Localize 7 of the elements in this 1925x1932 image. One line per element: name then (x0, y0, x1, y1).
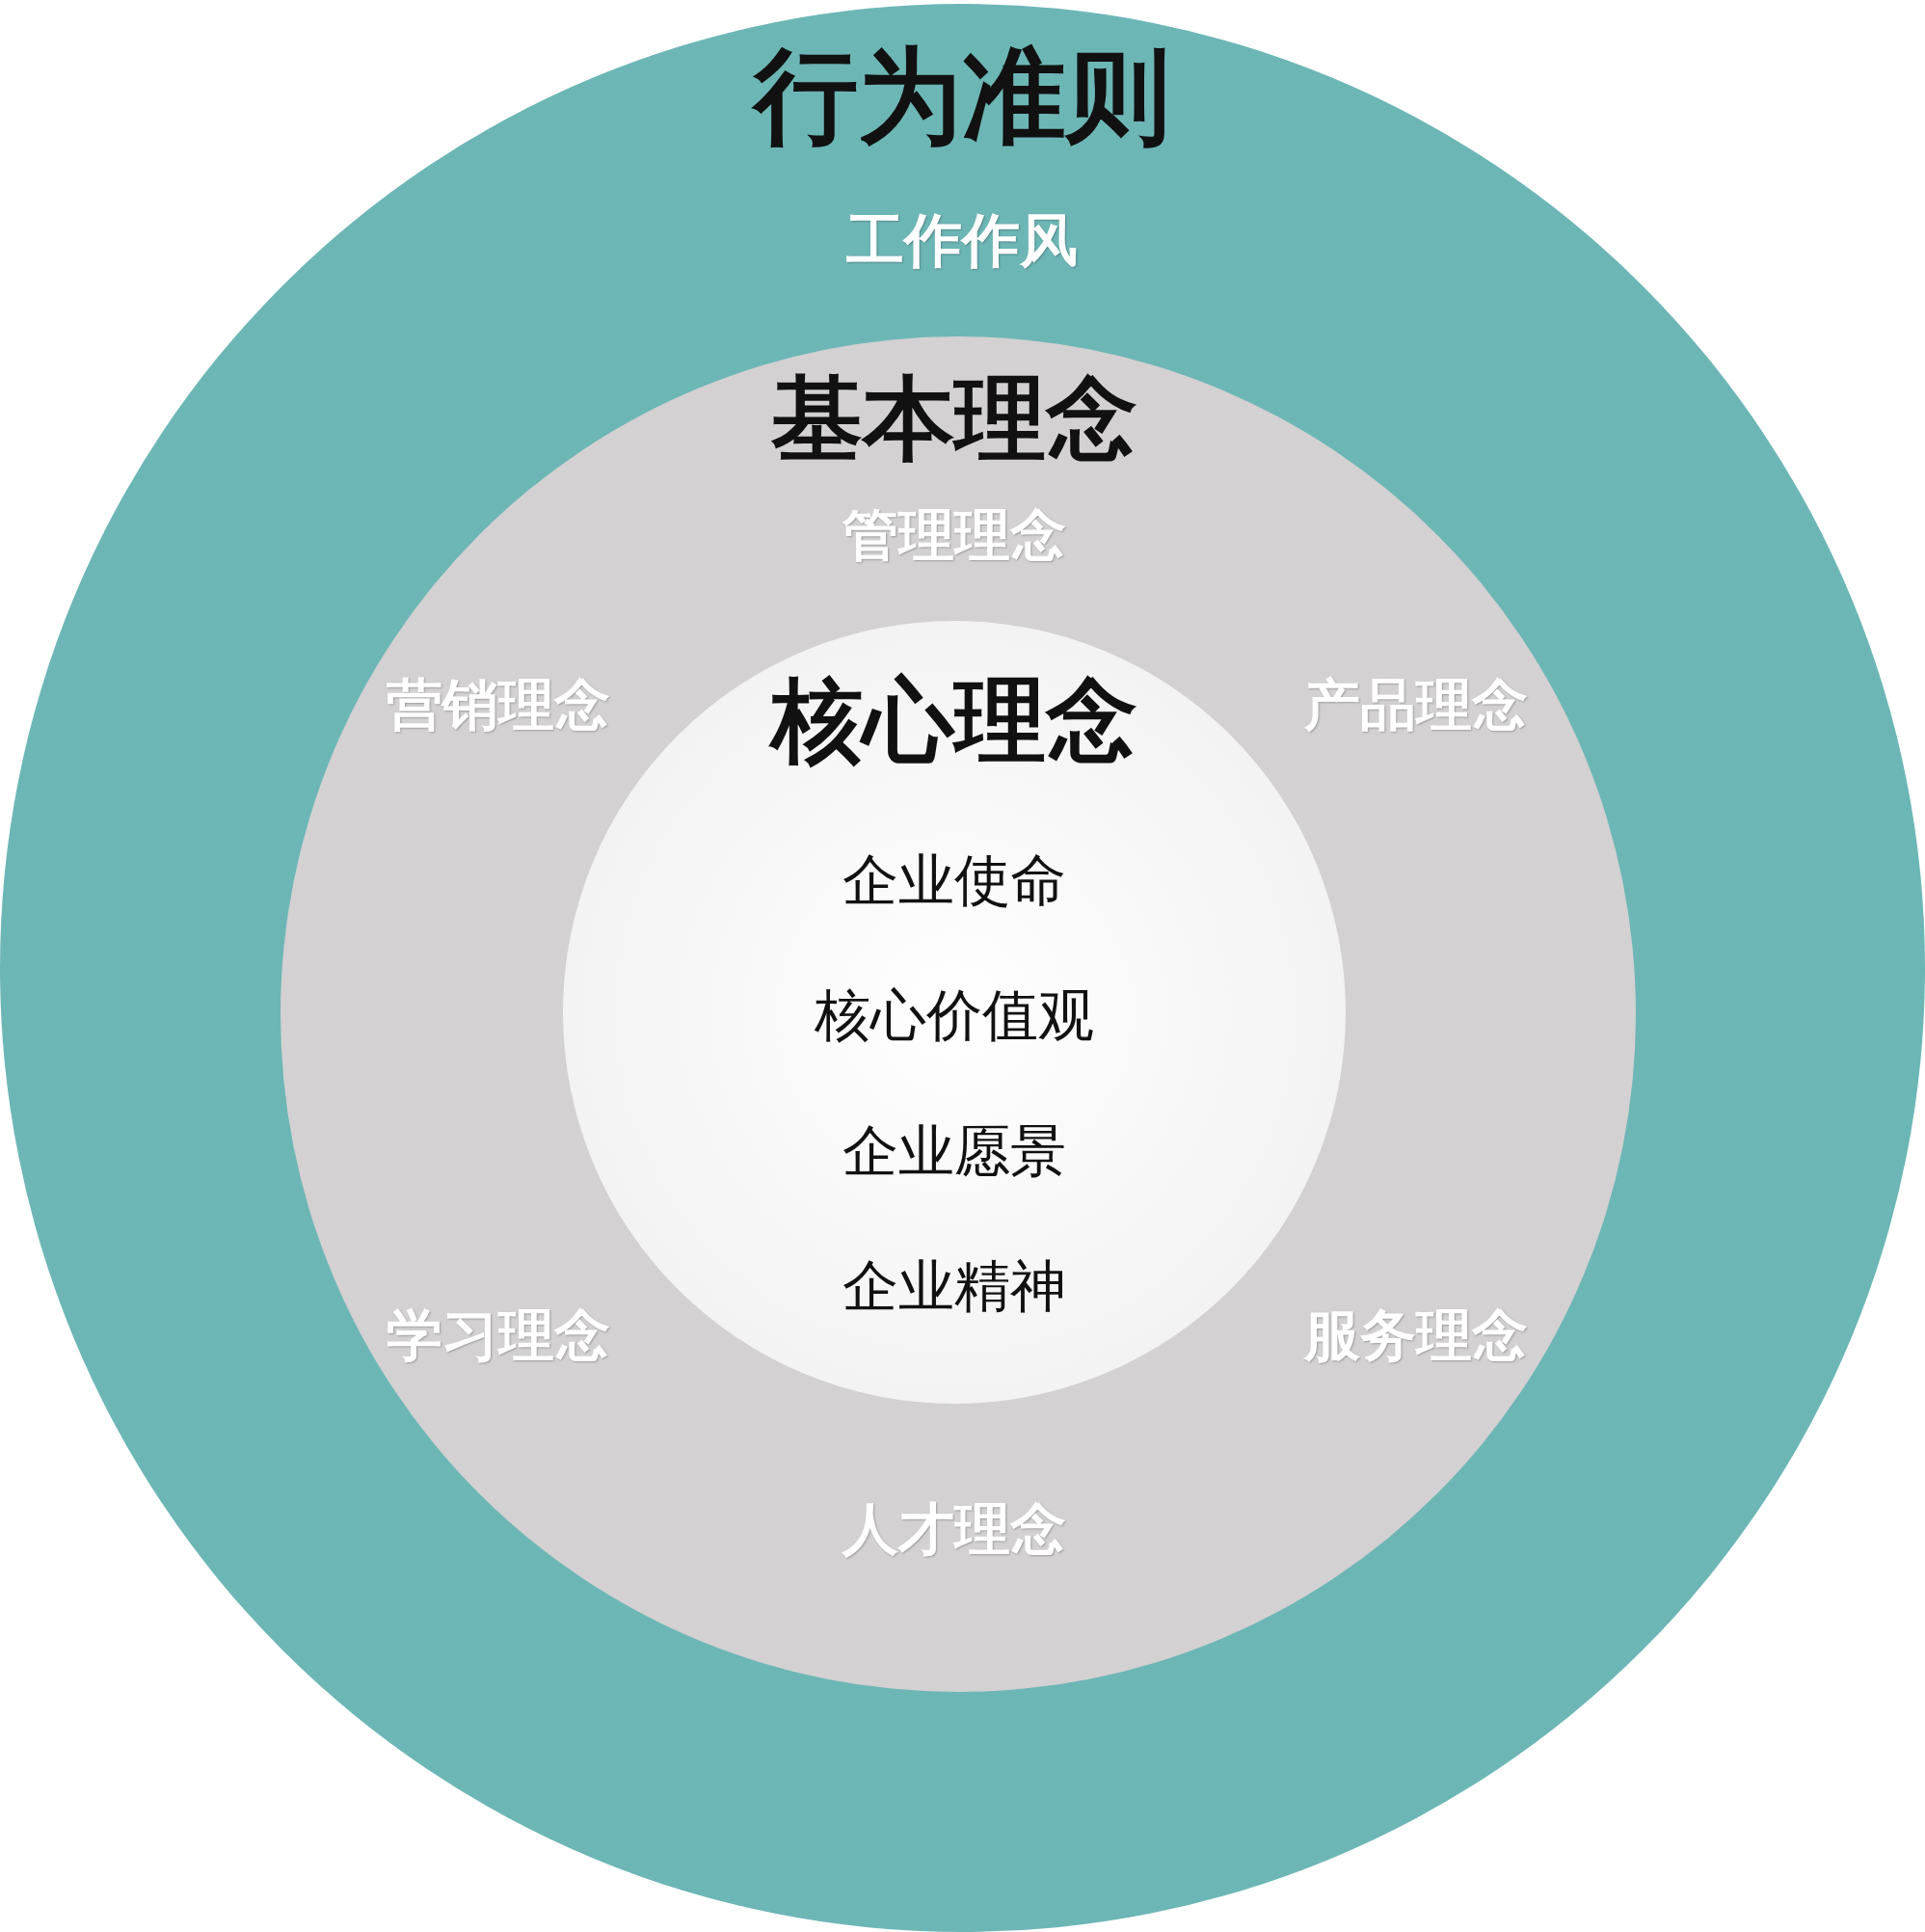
item-label: 企业精神 (842, 1256, 1066, 1318)
item-label: 企业使命 (842, 850, 1066, 912)
item-label: 企业愿景 (842, 1121, 1066, 1183)
item-label: 工作作风 (846, 208, 1078, 272)
heading-text: 基本理念 (771, 367, 1137, 470)
outer-circle (0, 4, 1925, 1932)
item-label: 核心价值观 (815, 985, 1094, 1047)
